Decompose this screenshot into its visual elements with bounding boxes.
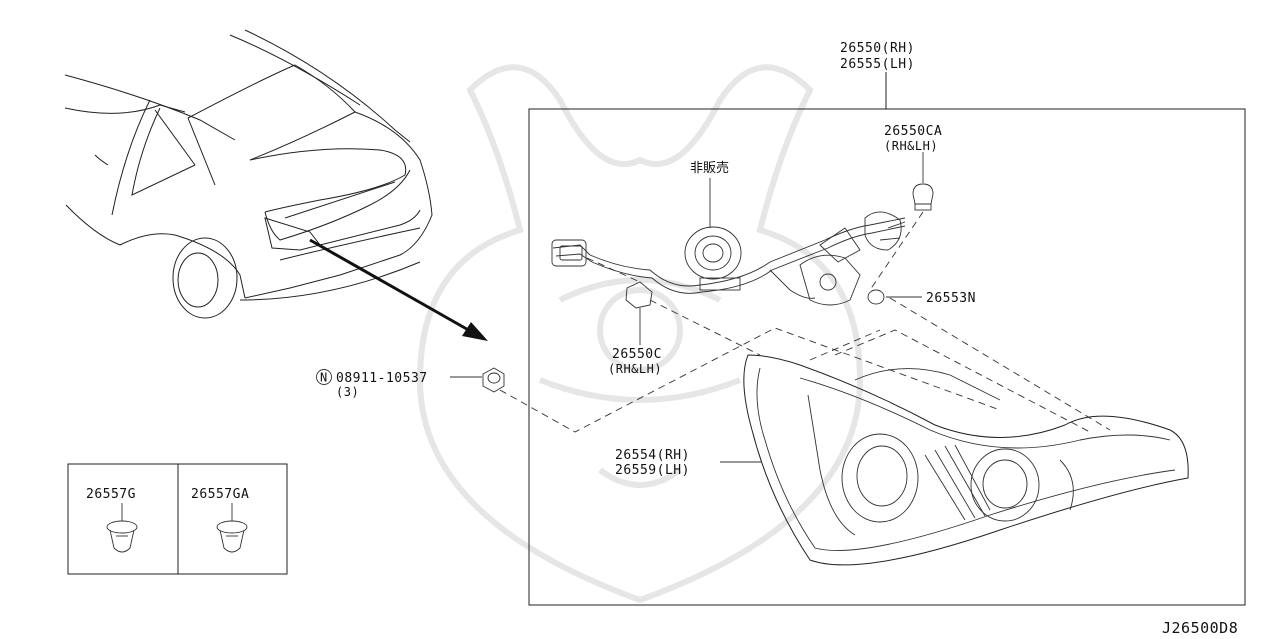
bulb-top-number: 26550CA: [884, 124, 942, 139]
not-sold-label: 非販売: [690, 160, 729, 176]
car-rear-illustration: [64, 29, 433, 319]
nut-number: 08911-10537: [336, 371, 428, 386]
assembly-dashed-lines: [499, 211, 1111, 433]
bulb-top: [912, 152, 934, 211]
grommet: [867, 289, 885, 305]
assembly-number-rh: 26550(RH): [840, 41, 915, 56]
assembly-number-lh: 26555(LH): [840, 57, 915, 72]
assembly-frame: [528, 108, 1246, 606]
bulb-small-side: (RH&LH): [608, 362, 662, 376]
bulb-small-number: 26550C: [612, 347, 662, 362]
bulb-small: [625, 281, 653, 345]
lens-housing-number-lh: 26559(LH): [615, 463, 690, 478]
bulb-socket-harness: [551, 211, 906, 306]
clip-b-icon: [216, 503, 248, 553]
nut-qty: (3): [336, 385, 359, 399]
grommet-number: 26553N: [926, 291, 976, 306]
clip-a-icon: [106, 503, 138, 553]
nut-symbol: N: [320, 371, 328, 385]
nut-part: [482, 367, 505, 393]
clip-b-number: 26557GA: [191, 487, 249, 502]
clip-a-number: 26557G: [86, 487, 136, 502]
leader-arrow-shaft: [309, 238, 473, 334]
bulb-top-side: (RH&LH): [884, 139, 938, 153]
leader-arrowhead: [462, 322, 488, 341]
nut-symbol-circle: [316, 369, 332, 385]
lens-housing-number-rh: 26554(RH): [615, 448, 690, 463]
watermark: [416, 64, 864, 604]
lens-housing: [743, 354, 1189, 566]
diagram-code: J26500D8: [1162, 619, 1238, 637]
